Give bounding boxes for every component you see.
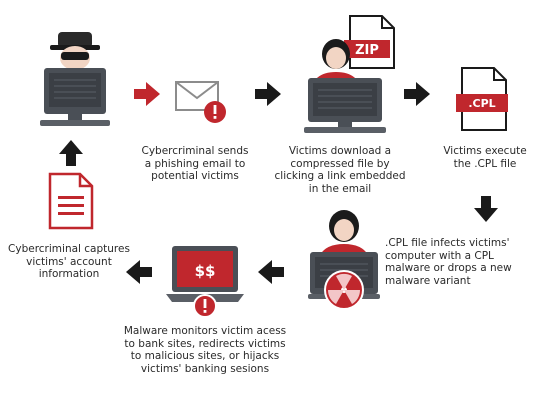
arrow-to-laptop-icon <box>258 260 284 284</box>
caption-download-line: clicking a link embedded <box>274 170 406 182</box>
caption-infect-line: malware or drops a new <box>385 262 512 274</box>
caption-monitor: Malware monitors victim acess to bank si… <box>105 325 305 375</box>
caption-infect-line: computer with a CPL <box>385 249 494 262</box>
caption-infect: .CPL file infects victims' computer with… <box>385 237 550 287</box>
phishing-email-icon <box>175 81 226 123</box>
caption-capture-line: Cybercriminal captures <box>8 243 130 255</box>
caption-download-line: Victims download a <box>288 145 392 157</box>
caption-capture-line: information <box>38 268 100 280</box>
cpl-file-icon: .CPL <box>456 67 508 131</box>
infected-victim-figure <box>308 210 380 310</box>
caption-email: Cybercriminal sends a phishing email to … <box>130 145 260 183</box>
arrow-to-execute-icon <box>404 82 430 106</box>
arrow-to-download-icon <box>255 82 281 106</box>
caption-infect-line: .CPL file infects victims' <box>385 237 510 249</box>
caption-download-line: compressed file by <box>290 157 390 170</box>
caption-execute-line: the .CPL file <box>453 157 517 170</box>
cpl-file-label: .CPL <box>468 97 495 110</box>
caption-monitor-line: victims' banking sesions <box>140 362 270 375</box>
caption-execute: Victims execute the .CPL file <box>430 145 540 170</box>
captured-document-icon <box>48 172 94 230</box>
cybercriminal-figure <box>40 32 110 126</box>
caption-download: Victims download a compressed file by cl… <box>270 145 410 195</box>
caption-email-line: potential victims <box>151 170 239 182</box>
caption-monitor-line: to bank sites, redirects victims <box>124 337 286 350</box>
caption-monitor-line: to malicious sites, or hijacks <box>130 350 280 362</box>
caption-email-line: a phishing email to <box>144 157 246 170</box>
caption-execute-line: Victims execute <box>443 145 527 157</box>
arrow-down-icon <box>474 196 498 222</box>
caption-capture-line: victims' account <box>26 255 112 268</box>
banking-laptop-icon: $$ <box>166 246 244 318</box>
arrow-to-capture-icon <box>126 260 152 284</box>
victim-download-figure: ZIP <box>304 15 395 133</box>
zip-file-label: ZIP <box>355 43 379 58</box>
caption-capture: Cybercriminal captures victims' account … <box>4 243 134 281</box>
arrow-to-email-icon <box>134 82 160 106</box>
laptop-screen-label: $$ <box>195 262 216 280</box>
caption-infect-line: malware variant <box>385 274 471 287</box>
caption-monitor-line: Malware monitors victim acess <box>123 325 287 337</box>
arrow-up-icon <box>59 140 83 166</box>
caption-download-line: in the email <box>308 182 372 195</box>
caption-email-line: Cybercriminal sends <box>141 145 249 157</box>
